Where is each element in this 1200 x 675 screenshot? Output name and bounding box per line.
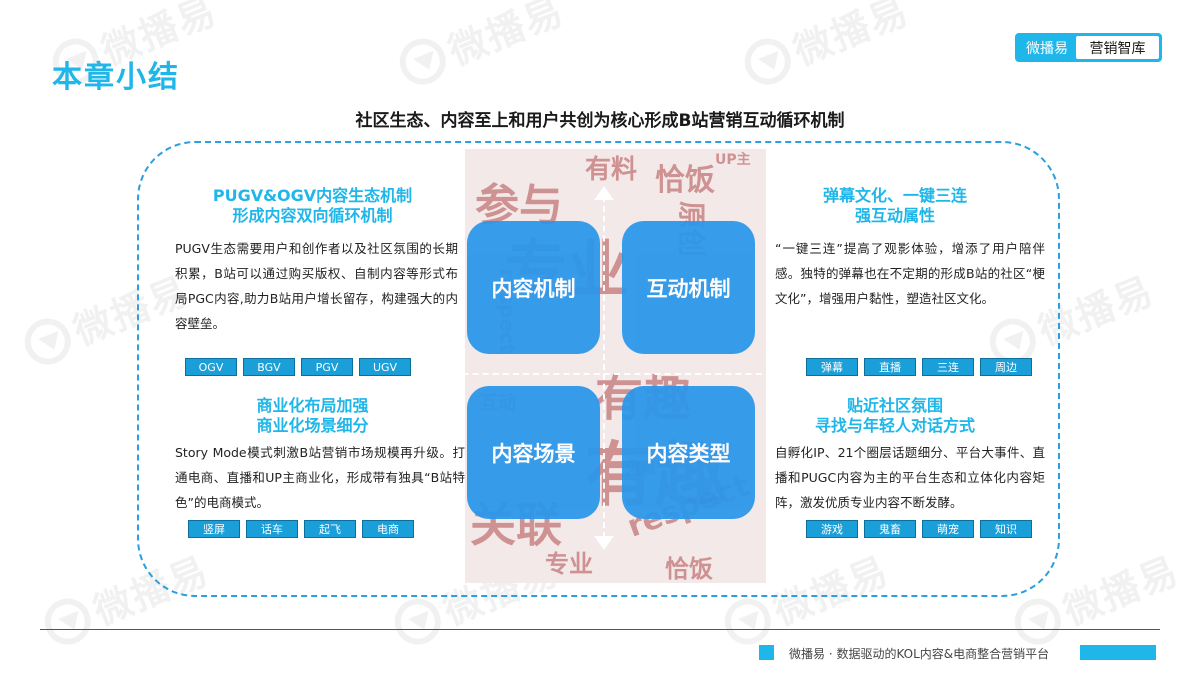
- block-top-right-tags: 弹幕 直播 三连 周边: [806, 358, 1032, 376]
- watermark: 微播易: [391, 0, 571, 95]
- tag: UGV: [359, 358, 411, 376]
- watermark: 微播易: [736, 0, 916, 95]
- tag: OGV: [185, 358, 237, 376]
- block-bottom-right-title: 贴近社区氛围 寻找与年轻人对话方式: [770, 396, 1020, 436]
- brand-badge: 微播易 营销智库: [1015, 33, 1162, 62]
- vertical-axis: [603, 196, 605, 538]
- watermark-logo-icon: [37, 591, 98, 652]
- block-top-right-title: 弹幕文化、一键三连 强互动属性: [770, 186, 1020, 226]
- quadrant-content-scenario: 内容场景: [467, 386, 600, 519]
- watermark-text: 微播易: [1057, 548, 1186, 634]
- word-cloud-word: 恰饭: [655, 163, 715, 198]
- tag: 周边: [980, 358, 1032, 376]
- block-bottom-left-tags: 竖屏 话车 起飞 电商: [188, 520, 414, 538]
- footer-square-icon: [759, 645, 774, 660]
- block-bottom-left-title: 商业化布局加强 商业化场景细分: [170, 396, 455, 436]
- tag: 鬼畜: [864, 520, 916, 538]
- quadrant-content-mechanism: 内容机制: [467, 221, 600, 354]
- block-top-left-body: PUGV生态需要用户和创作者以及社区氛围的长期积累，B站可以通过购买版权、自制内…: [175, 241, 458, 331]
- watermark-text: 微播易: [787, 0, 916, 74]
- block-top-left-title-line2: 形成内容双向循环机制: [232, 206, 393, 225]
- tag: 弹幕: [806, 358, 858, 376]
- brand-name: 微播易: [1026, 40, 1068, 57]
- tag: 游戏: [806, 520, 858, 538]
- watermark-logo-icon: [717, 591, 778, 652]
- slide-subtitle: 社区生态、内容至上和用户共创为核心形成B站营销互动循环机制: [355, 111, 845, 131]
- block-top-right-body: “一键三连”提高了观影体验，增添了用户陪伴感。独特的弹幕也在不定期的形成B站的社…: [775, 241, 1045, 306]
- arrow-up-icon: [594, 186, 614, 200]
- block-bottom-right-title-line1: 贴近社区氛围: [846, 396, 943, 415]
- block-bottom-right-body: 自孵化IP、21个圈层话题细分、平台大事件、直播和PUGC内容为主的平台生态和立…: [775, 445, 1045, 510]
- footer-text: 微播易 · 数据驱动的KOL内容&电商整合营销平台: [789, 647, 1050, 661]
- tag: 竖屏: [188, 520, 240, 538]
- block-top-right-title-line2: 强互动属性: [854, 206, 935, 225]
- footer-bar: [1080, 645, 1156, 660]
- tag: 萌宠: [922, 520, 974, 538]
- block-bottom-left-title-line2: 商业化场景细分: [256, 416, 369, 435]
- word-cloud-word: UP主: [715, 152, 751, 168]
- quadrant-content-type: 内容类型: [622, 386, 755, 519]
- block-top-left-title: PUGV&OGV内容生态机制 形成内容双向循环机制: [170, 186, 455, 226]
- watermark-logo-icon: [387, 591, 448, 652]
- tag: 起飞: [304, 520, 356, 538]
- watermark-logo-icon: [17, 311, 78, 372]
- watermark-logo-icon: [392, 31, 453, 92]
- arrow-left-icon: [418, 363, 434, 383]
- block-top-right-title-line1: 弹幕文化、一键三连: [822, 186, 967, 205]
- tag: 话车: [246, 520, 298, 538]
- horizontal-axis: [432, 373, 792, 375]
- tag: 知识: [980, 520, 1032, 538]
- page-title: 本章小结: [52, 60, 180, 95]
- tag: BGV: [243, 358, 295, 376]
- quadrant-interaction-mechanism: 互动机制: [622, 221, 755, 354]
- tag: 直播: [864, 358, 916, 376]
- arrow-right-icon: [790, 363, 806, 383]
- block-top-left-tags: OGV BGV PGV UGV: [185, 358, 411, 376]
- word-cloud-word: 专业: [545, 550, 593, 578]
- arrow-down-icon: [594, 536, 614, 550]
- watermark-text: 微播易: [442, 0, 571, 74]
- word-cloud-word: 有料: [585, 155, 638, 185]
- watermark-logo-icon: [737, 31, 798, 92]
- tag: 三连: [922, 358, 974, 376]
- tag: 电商: [362, 520, 414, 538]
- word-cloud-word: 恰饭: [665, 555, 713, 583]
- block-bottom-left-body: Story Mode模式刺激B站营销市场规模再升级。打通电商、直播和UP主商业化…: [175, 445, 465, 510]
- brand-subtitle: 营销智库: [1076, 36, 1159, 59]
- tag: PGV: [301, 358, 353, 376]
- watermark-logo-icon: [1007, 591, 1068, 652]
- block-bottom-left-title-line1: 商业化布局加强: [256, 396, 369, 415]
- block-top-left-title-line1: PUGV&OGV内容生态机制: [212, 186, 413, 205]
- block-bottom-right-tags: 游戏 鬼畜 萌宠 知识: [806, 520, 1032, 538]
- block-bottom-right-title-line2: 寻找与年轻人对话方式: [814, 416, 975, 435]
- footer-divider: [40, 629, 1160, 630]
- dashed-frame: [137, 141, 1060, 597]
